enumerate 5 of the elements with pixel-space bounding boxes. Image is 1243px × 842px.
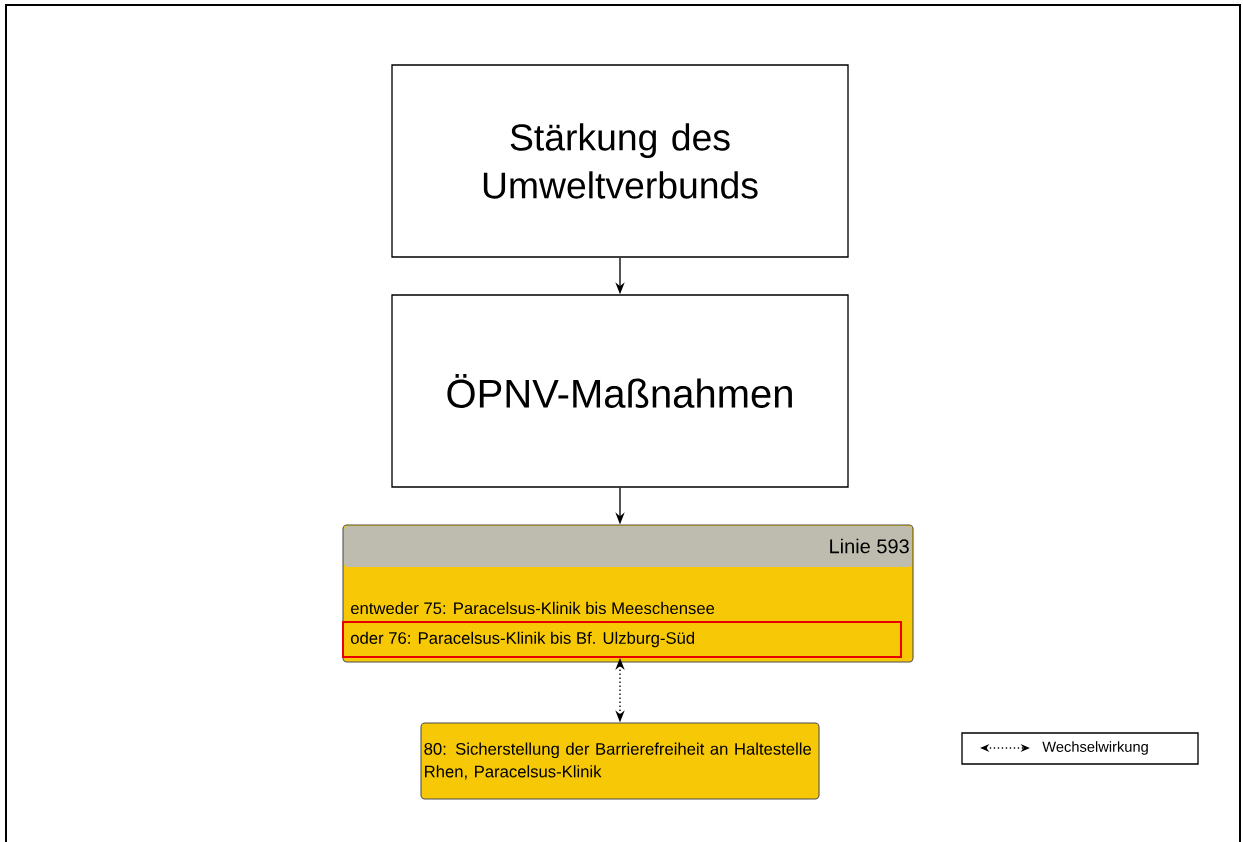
process-box: Stärkung des Umweltverbunds	[391, 64, 849, 258]
legend-text: Wechselwirkung	[1042, 741, 1148, 755]
measure-box: 80: Sicherstellung der Barrierefreiheit an Haltestelle Rhen, Paracelsus-Klinik	[420, 722, 820, 800]
process-box: ÖPNV-Maßnahmen	[391, 294, 849, 488]
highlight-box: oder 76: Paracelsus-Klinik bis Bf. Ulzburg-Süd	[342, 621, 902, 658]
